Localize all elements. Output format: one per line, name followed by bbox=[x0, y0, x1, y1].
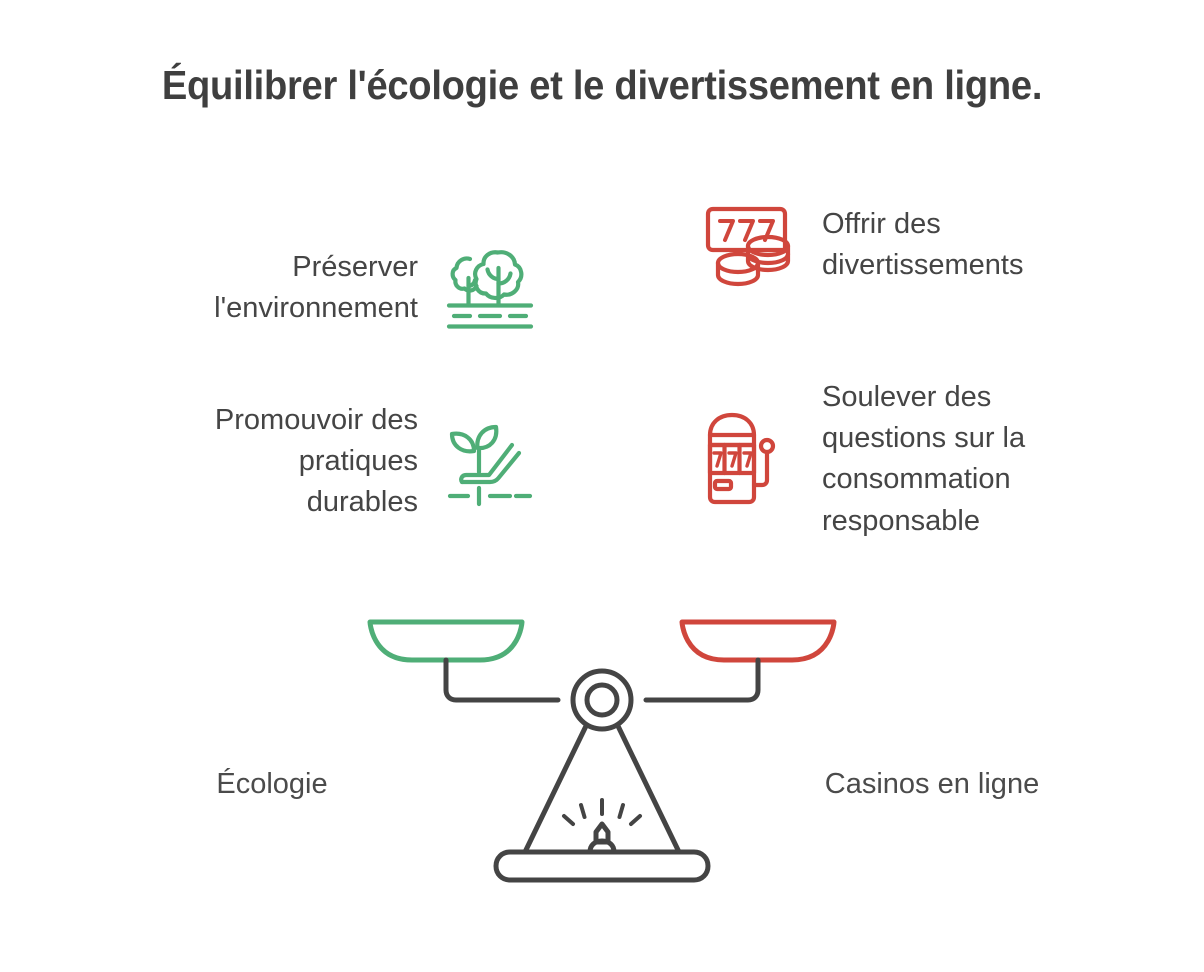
right-column: Offrir des divertissements bbox=[700, 195, 1170, 542]
benefit-label-line: Promouvoir des bbox=[214, 404, 418, 436]
benefit-label-line: consommation bbox=[822, 463, 1011, 496]
scale-label-ecology: Écologie bbox=[216, 768, 328, 800]
benefit-item-preserve-environment: Préserver l'environnement bbox=[40, 238, 540, 338]
hand-sprout-icon bbox=[440, 412, 540, 512]
balance-scale-icon bbox=[362, 604, 842, 894]
slot-machine-icon bbox=[700, 409, 800, 509]
scale-pan-left bbox=[367, 619, 525, 663]
benefit-label-line: Soulever des bbox=[822, 381, 992, 413]
benefit-label-line: Préserver bbox=[292, 250, 418, 283]
benefit-label-line: Offrir des bbox=[822, 207, 941, 240]
benefit-label-responsible-consumption: Soulever des questions sur la consommati… bbox=[822, 377, 1025, 542]
trees-ground-icon bbox=[440, 238, 540, 338]
benefit-label-line: questions sur la bbox=[822, 422, 1026, 455]
left-column: Préserver l'environnement bbox=[40, 200, 540, 524]
benefit-label-preserve-environment: Préserver l'environnement bbox=[214, 247, 418, 329]
benefit-label-line: divertissements bbox=[822, 249, 1024, 281]
scale-base bbox=[493, 849, 711, 883]
benefit-label-line: durables bbox=[306, 486, 418, 519]
slot-777-coins-icon bbox=[700, 195, 800, 295]
benefit-item-offer-entertainment: Offrir des divertissements bbox=[700, 195, 1170, 295]
scale-label-online-casinos: Casinos en ligne bbox=[824, 768, 1040, 800]
benefit-item-responsible-consumption: Soulever des questions sur la consommati… bbox=[700, 377, 1170, 542]
page-title: Équilibrer l'écologie et le divertisseme… bbox=[161, 62, 1043, 108]
scale-pan-right bbox=[679, 619, 837, 663]
benefit-label-line: responsable bbox=[822, 504, 980, 537]
benefit-label-sustainable-practices: Promouvoir des pratiques durables bbox=[215, 400, 418, 524]
benefit-item-sustainable-practices: Promouvoir des pratiques durables bbox=[40, 400, 540, 524]
benefit-label-line: l'environnement bbox=[214, 292, 418, 324]
benefit-label-line: pratiques bbox=[298, 445, 418, 478]
benefit-label-offer-entertainment: Offrir des divertissements bbox=[822, 204, 1023, 286]
